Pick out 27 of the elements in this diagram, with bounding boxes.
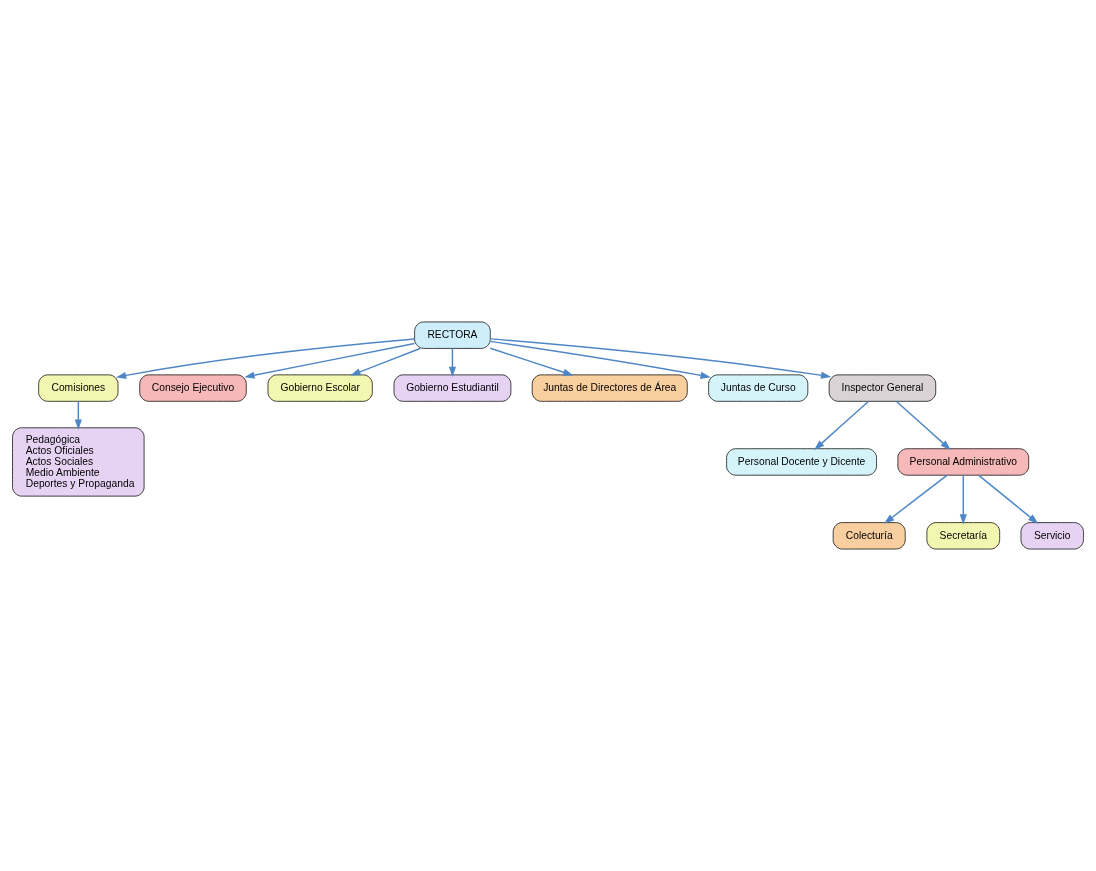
arrow [244,342,416,379]
node-box: Colecturía [832,522,906,550]
arrow [814,400,870,450]
node-box: Secretaría [926,522,1001,550]
node-box: Servicio [1020,522,1084,550]
node-box: Personal Docente y Dicente [726,448,877,476]
arrow [489,338,832,379]
node-box: Juntas de Directores de Área [531,374,688,402]
node-box: Personal Administrativo [897,448,1030,476]
arrow [895,400,951,450]
node-box: Comisiones [38,374,119,402]
arrow [74,400,82,430]
arrow [978,474,1039,524]
node-box: Consejo Ejecutivo [139,374,247,402]
arrow [883,474,948,524]
node-box: Pedagógica Actos Oficiales Actos Sociales Medio Ambiente Deportes y Propaganda [12,427,145,497]
node-box: RECTORA [414,321,491,349]
arrow [448,347,457,377]
arrow [489,340,711,379]
node-box: Gobierno Escolar [267,374,373,402]
arrow [350,347,421,376]
node-box: Gobierno Estudiantil [393,374,512,402]
node-box: Juntas de Curso [708,374,809,402]
node-box: Inspector General [828,374,937,402]
arrow [115,338,416,379]
arrow [959,474,967,525]
arrow [489,347,574,376]
